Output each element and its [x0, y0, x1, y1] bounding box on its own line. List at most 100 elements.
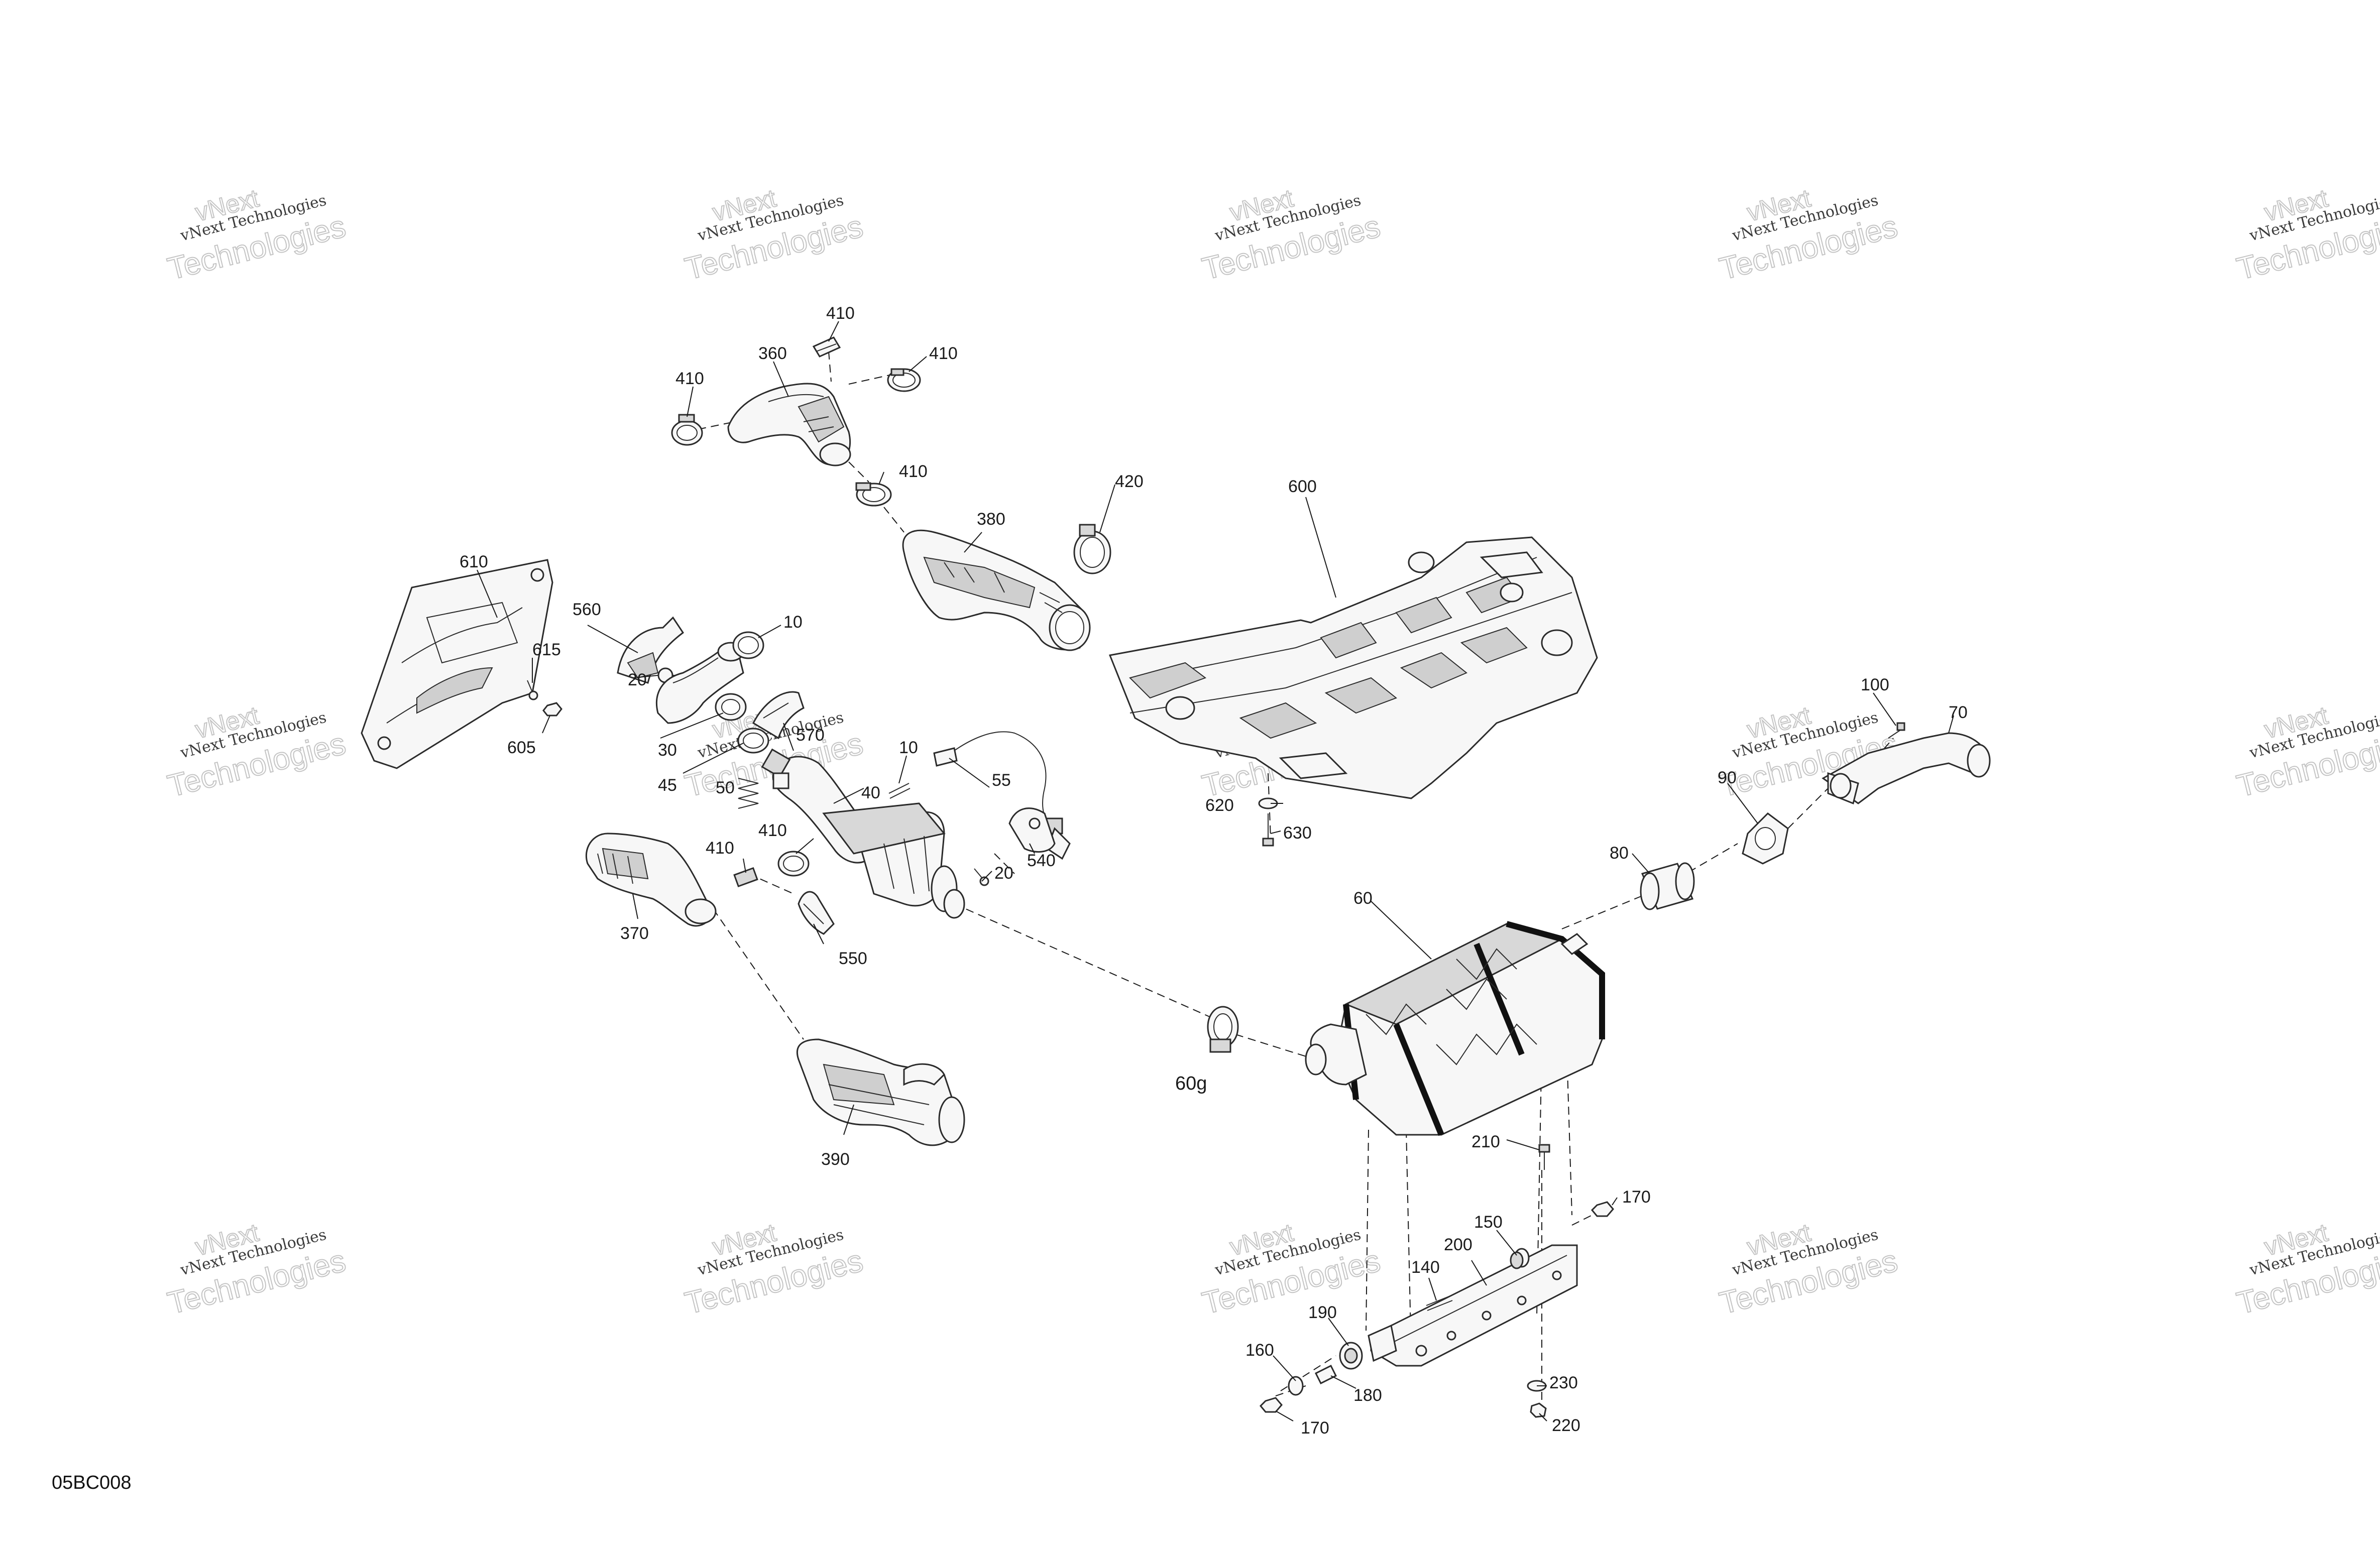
callout-55: 55: [992, 771, 1011, 790]
callout-370: 370: [620, 924, 649, 943]
stud-140: [1426, 1295, 1453, 1311]
skid-plate-600: [1108, 536, 1598, 799]
callout-620: 620: [1205, 796, 1234, 815]
leader-420: [1099, 484, 1115, 533]
callout-140: 140: [1411, 1258, 1440, 1277]
callout-150: 150: [1474, 1213, 1503, 1232]
leader-10b: [898, 755, 907, 784]
callout-100: 100: [1861, 675, 1889, 694]
callout-70: 70: [1949, 703, 1968, 722]
callout-90: 90: [1718, 768, 1737, 787]
callout-30: 30: [658, 741, 677, 760]
assembly-line: [1235, 1034, 1316, 1060]
heat-shield-610: [361, 559, 553, 769]
bolt-615: [527, 680, 538, 700]
callout-360: 360: [758, 344, 787, 363]
leader-180: [1330, 1375, 1356, 1389]
leader-190: [1328, 1318, 1349, 1346]
callout-10b: 10: [899, 738, 918, 757]
leader-390: [843, 1104, 854, 1135]
callout-80: 80: [1610, 844, 1629, 863]
callout-410f: 410: [758, 821, 787, 840]
watermark-top-4: vNext vNext Technologies Technologies: [1716, 183, 1901, 287]
leader-560: [587, 625, 638, 653]
leader-140: [1428, 1277, 1437, 1301]
callout-410c: 410: [929, 344, 958, 363]
assembly-line: [883, 507, 904, 533]
leader-540: [1029, 843, 1035, 854]
assembly-line: [994, 853, 1015, 874]
muffler-60: [1305, 921, 1605, 1136]
leader-410b: [828, 321, 839, 342]
nut-170a: [1591, 1201, 1614, 1217]
heat-cover-570: [752, 691, 805, 740]
leader-160: [1273, 1355, 1296, 1381]
assembly-line: [848, 374, 894, 385]
callout-20a: 20: [628, 670, 647, 689]
callout-60g: 60g: [1175, 1073, 1207, 1094]
bolt-100: [1888, 722, 1905, 739]
assembly-line: [713, 908, 804, 1040]
leader-360: [773, 361, 789, 397]
clamp-410c: [887, 368, 921, 392]
leader-220: [1539, 1413, 1547, 1421]
bolt-630: [1262, 813, 1274, 847]
callout-10a: 10: [783, 613, 803, 632]
callout-180: 180: [1353, 1386, 1382, 1405]
bushing-150: [1510, 1248, 1530, 1269]
washer-160: [1288, 1376, 1304, 1396]
assembly-line: [1280, 1355, 1336, 1391]
bracket-550: [798, 891, 835, 935]
callout-40: 40: [861, 783, 880, 802]
watermark-bottom-3: vNext vNext Technologies Technologies: [1198, 1218, 1384, 1322]
leader-170a: [1612, 1197, 1618, 1206]
callout-540: 540: [1027, 851, 1056, 870]
clamp-60g: [1207, 1006, 1239, 1053]
leader-55: [949, 758, 990, 788]
watermark-mid-1: vNext vNext Technologies Technologies: [164, 700, 350, 804]
leader-410c: [909, 356, 927, 372]
assembly-line: [748, 873, 794, 894]
exhaust-pipe-380: [902, 529, 1091, 651]
leader-410e: [743, 858, 746, 873]
callout-210: 210: [1471, 1132, 1500, 1151]
leader-90: [1727, 783, 1758, 824]
grommet-190: [1339, 1342, 1363, 1370]
callout-230: 230: [1549, 1373, 1578, 1392]
clamp-45: [737, 728, 769, 754]
callout-170a: 170: [1622, 1188, 1651, 1207]
leader-210: [1506, 1139, 1540, 1150]
tail-pipe-70: [1822, 732, 1991, 805]
callout-550: 550: [839, 949, 867, 968]
callout-420: 420: [1115, 472, 1144, 491]
callout-60: 60: [1353, 889, 1373, 908]
leader-60: [1371, 901, 1432, 960]
leader-570: [783, 723, 794, 751]
assembly-line: [1677, 843, 1738, 879]
gasket-90: [1742, 812, 1789, 865]
clamp-410d: [855, 482, 892, 507]
clamp-410b: [812, 336, 841, 358]
leader-20a: [632, 675, 658, 678]
callout-600: 600: [1288, 477, 1317, 496]
callout-605: 605: [507, 738, 536, 757]
leader-100: [1873, 692, 1896, 726]
callout-610: 610: [460, 552, 488, 571]
bolt-10b: [888, 783, 911, 799]
spring-50: [738, 778, 759, 809]
clamp-420: [1073, 524, 1111, 574]
callout-20b: 20: [994, 864, 1013, 883]
callout-390: 390: [821, 1150, 850, 1169]
leader-550: [813, 923, 824, 944]
exhaust-pipe-390: [796, 1038, 965, 1146]
leader-20b: [981, 871, 992, 882]
watermark-top-2: vNext vNext Technologies Technologies: [681, 183, 867, 287]
callout-labels: 410 360 410 410 410 420 380 600 610 560 …: [460, 304, 1968, 1438]
spacer-180: [1314, 1364, 1337, 1385]
watermark-top-5: vNext vNext Technologies Technologies: [2233, 183, 2380, 287]
leader-170b: [1275, 1410, 1294, 1421]
leader-80: [1632, 853, 1650, 874]
watermark-top-3: vNext vNext Technologies Technologies: [1198, 183, 1384, 287]
watermark-bottom-5: vNext vNext Technologies Technologies: [2233, 1218, 2380, 1322]
